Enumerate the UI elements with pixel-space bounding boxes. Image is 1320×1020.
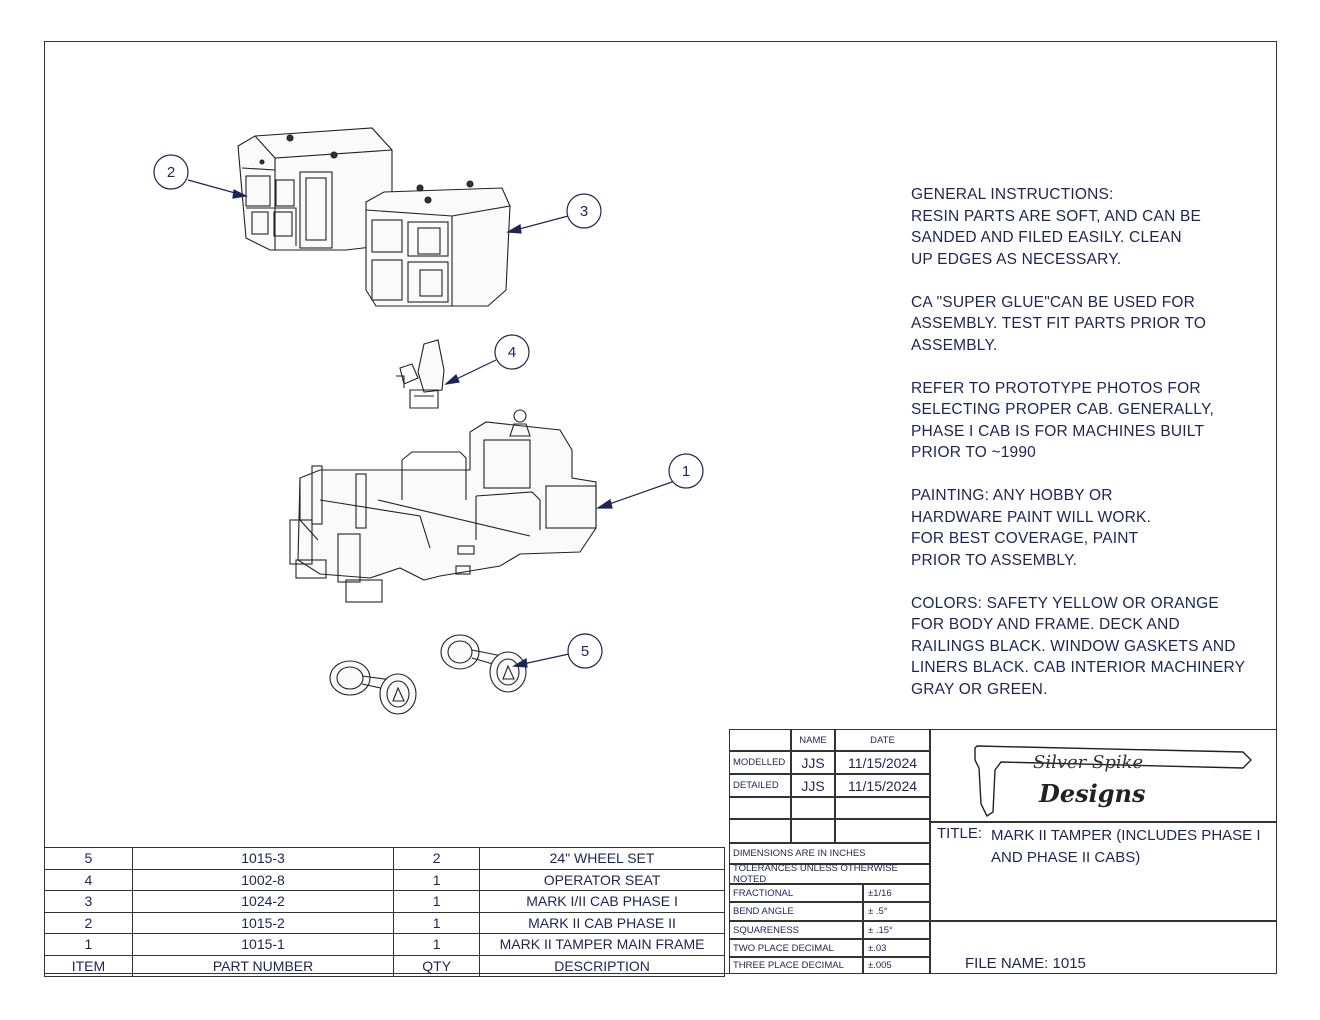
bom-header-row: ITEM PART NUMBER QTY DESCRIPTION: [44, 954, 725, 977]
tb-blank-cell: [729, 797, 791, 819]
bom-description: MARK II CAB PHASE II: [479, 911, 725, 934]
balloon-4: [494, 334, 530, 370]
bom-item: 2: [44, 911, 133, 934]
wheel-set-part: [329, 634, 527, 715]
main-frame-part: [289, 409, 597, 603]
bom-row: 1 1015-1 1 MARK II TAMPER MAIN FRAME: [44, 933, 725, 956]
drawing-title-line2: AND PHASE II CABS): [991, 849, 1141, 866]
tb-modelled-name: JJS: [791, 751, 835, 774]
tb-date-header: DATE: [835, 729, 930, 751]
tb-modelled-date: 11/15/2024: [835, 751, 930, 774]
tb-dims-note: DIMENSIONS ARE IN INCHES: [729, 843, 930, 864]
instructions-general: GENERAL INSTRUCTIONS: RESIN PARTS ARE SO…: [911, 186, 1202, 268]
cab-phase-i-part: [365, 180, 511, 307]
bom-item: 5: [44, 847, 133, 870]
bom-item: 1: [44, 933, 133, 956]
bom-part-number: 1015-2: [131, 911, 395, 934]
tb-tol-two-place-value: ±.03: [863, 939, 930, 957]
leader-arrow-1: [596, 499, 613, 509]
tb-blank-cell: [835, 819, 930, 843]
instructions-cab-selection: REFER TO PROTOTYPE PHOTOS FOR SELECTING …: [911, 379, 1215, 462]
balloon-label-5: 5: [581, 643, 589, 660]
company-logo: Silver Spike Designs: [930, 729, 1277, 822]
title-label: TITLE:: [937, 825, 983, 842]
bom-row: 5 1015-3 2 24" WHEEL SET: [44, 847, 725, 870]
bill-of-materials: 5 1015-3 2 24" WHEEL SET 4 1002-8 1 OPER…: [44, 847, 725, 977]
bom-header-part-number: PART NUMBER: [131, 954, 395, 977]
tb-blank-cell: [791, 797, 835, 819]
tb-tol-bend-value: ± .5°: [863, 902, 930, 921]
tb-detailed-date: 11/15/2024: [835, 774, 930, 797]
tb-blank-cell: [729, 819, 791, 843]
bom-description: 24" WHEEL SET: [479, 847, 725, 870]
bom-row: 4 1002-8 1 OPERATOR SEAT: [44, 868, 725, 891]
balloon-3: [566, 193, 602, 229]
balloon-label-4: 4: [508, 344, 516, 361]
title-cell: TITLE: MARK II TAMPER (INCLUDES PHASE I …: [930, 822, 1277, 921]
tb-tol-squareness-label: SQUARENESS: [729, 921, 863, 939]
tb-detailed-label: DETAILED: [729, 774, 791, 797]
tb-modelled-label: MODELLED: [729, 751, 791, 774]
leader-line-1: [597, 476, 687, 509]
balloon-2: [153, 154, 189, 190]
leader-arrow-2: [232, 189, 248, 199]
tb-tol-bend-label: BEND ANGLE: [729, 902, 863, 921]
logo-line2: Designs: [1038, 779, 1146, 808]
bom-row: 3 1024-2 1 MARK I/II CAB PHASE I: [44, 890, 725, 913]
operator-seat-part: [396, 339, 445, 409]
tb-name-header: NAME: [791, 729, 835, 751]
tb-tol-fractional-value: ±1/16: [863, 884, 930, 902]
leader-arrow-5: [512, 658, 528, 668]
tb-blank-cell: [791, 819, 835, 843]
bom-row: 2 1015-2 1 MARK II CAB PHASE II: [44, 911, 725, 934]
tb-detailed-name: JJS: [791, 774, 835, 797]
balloon-label-3: 3: [580, 203, 588, 220]
bom-qty: 1: [393, 868, 481, 891]
instructions-colors: COLORS: SAFETY YELLOW OR ORANGE FOR BODY…: [911, 594, 1246, 698]
instructions-painting: PAINTING: ANY HOBBY OR HARDWARE PAINT WI…: [911, 487, 1152, 569]
bom-qty: 1: [393, 933, 481, 956]
drawing-title-line1: MARK II TAMPER (INCLUDES PHASE I: [991, 827, 1261, 844]
tb-blank-cell: [729, 729, 791, 751]
tb-blank-cell: [835, 797, 930, 819]
bom-header-description: DESCRIPTION: [479, 954, 725, 977]
logo-line1: Silver Spike: [1033, 752, 1143, 773]
leader-arrow-3: [506, 224, 522, 234]
bom-qty: 1: [393, 890, 481, 913]
silver-spike-logo: Silver Spike Designs: [974, 745, 1252, 818]
file-name-cell: FILE NAME: 1015: [930, 921, 1277, 974]
bom-qty: 1: [393, 911, 481, 934]
bom-header-qty: QTY: [393, 954, 481, 977]
tb-tol-fractional-label: FRACTIONAL: [729, 884, 863, 902]
bom-part-number: 1002-8: [131, 868, 395, 891]
balloon-5: [567, 633, 603, 669]
bom-qty: 2: [393, 847, 481, 870]
bom-part-number: 1015-3: [131, 847, 395, 870]
balloon-label-1: 1: [682, 463, 690, 480]
balloon-1: [668, 453, 704, 489]
leader-arrow-4: [444, 373, 460, 385]
bom-header-item: ITEM: [44, 954, 133, 977]
bom-part-number: 1024-2: [131, 890, 395, 913]
tb-tol-three-place-value: ±.005: [863, 957, 930, 974]
general-instructions: GENERAL INSTRUCTIONS: RESIN PARTS ARE SO…: [911, 184, 1271, 722]
bom-description: MARK II TAMPER MAIN FRAME: [479, 933, 725, 956]
bom-description: OPERATOR SEAT: [479, 868, 725, 891]
balloon-label-2: 2: [167, 164, 175, 181]
tb-tol-two-place-label: TWO PLACE DECIMAL: [729, 939, 863, 957]
bom-part-number: 1015-1: [131, 933, 395, 956]
file-name: FILE NAME: 1015: [965, 955, 1086, 972]
bom-description: MARK I/II CAB PHASE I: [479, 890, 725, 913]
instructions-glue: CA "SUPER GLUE"CAN BE USED FOR ASSEMBLY.…: [911, 293, 1207, 354]
bom-item: 3: [44, 890, 133, 913]
tb-tol-squareness-value: ± .15°: [863, 921, 930, 939]
bom-item: 4: [44, 868, 133, 891]
tb-tol-three-place-label: THREE PLACE DECIMAL: [729, 957, 863, 974]
cab-phase-ii-part: [237, 127, 393, 251]
tb-tolerance-note: TOLERANCES UNLESS OTHERWISE NOTED: [729, 863, 930, 885]
